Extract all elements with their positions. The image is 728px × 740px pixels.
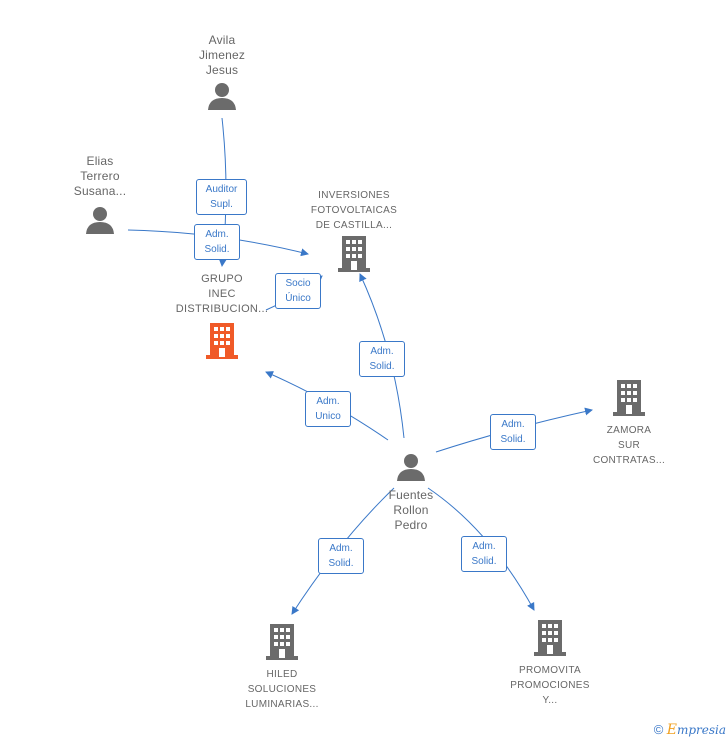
company-zamora-sur[interactable]: ZAMORA SUR CONTRATAS...: [574, 380, 684, 468]
empresia-footer-brand[interactable]: © Empresia: [654, 722, 726, 738]
company-name-line: SUR: [617, 440, 640, 451]
company-name-line: DISTRIBUCION...: [175, 303, 269, 315]
building-icon: [266, 624, 298, 660]
relation-label-adm-unico[interactable]: Adm. Unico: [305, 391, 351, 427]
person-icon: [208, 83, 236, 110]
person-name-line: Avila: [208, 33, 236, 47]
person-name-line: Terrero: [80, 169, 120, 183]
person-name-line: Fuentes: [388, 488, 434, 502]
relation-label-adm-solid-hiled[interactable]: Adm. Solid.: [318, 538, 364, 574]
company-name-line: Y...: [542, 695, 558, 706]
person-icon: [397, 454, 425, 481]
relation-label-auditor-supl[interactable]: Auditor Supl.: [196, 179, 247, 215]
company-hiled-soluciones[interactable]: HILED SOLUCIONES LUMINARIAS...: [222, 624, 342, 712]
company-name-line: LUMINARIAS...: [245, 699, 319, 710]
person-elias-terrero-susana[interactable]: Elias Terrero Susana...: [60, 154, 140, 240]
relation-label-adm-solid-promovita[interactable]: Adm. Solid.: [461, 536, 507, 572]
person-name-line: Jimenez: [198, 48, 246, 62]
company-name-line: INEC: [208, 288, 236, 300]
relation-label-adm-solid-inversiones[interactable]: Adm. Solid.: [359, 341, 405, 377]
building-icon: [534, 620, 566, 656]
copyright-symbol: ©: [653, 722, 664, 737]
company-name-line: ZAMORA: [606, 425, 652, 436]
company-promovita-promociones[interactable]: PROMOVITA PROMOCIONES Y...: [490, 620, 610, 708]
company-inversiones-fotovoltaicas[interactable]: INVERSIONES FOTOVOLTAICAS DE CASTILLA...: [294, 188, 414, 277]
relation-label-adm-solid-elias[interactable]: Adm. Solid.: [194, 224, 240, 260]
building-icon: [613, 380, 645, 416]
building-icon: [206, 323, 238, 359]
person-avila-jimenez-jesus[interactable]: Avila Jimenez Jesus: [182, 33, 262, 116]
company-name-line: CONTRATAS...: [592, 455, 666, 466]
company-name-line: HILED: [266, 669, 298, 680]
company-name-line: SOLUCIONES: [247, 684, 317, 695]
relation-label-adm-solid-zamora[interactable]: Adm. Solid.: [490, 414, 536, 450]
company-name-line: GRUPO: [201, 273, 243, 285]
person-fuentes-rollon-pedro[interactable]: Fuentes Rollon Pedro: [371, 452, 451, 533]
person-name-line: Rollon: [393, 503, 429, 517]
brand-initial: E: [666, 722, 677, 738]
company-name-line: PROMOVITA: [519, 665, 581, 676]
person-name-line: Elias: [86, 154, 114, 168]
person-name-line: Jesus: [205, 63, 239, 77]
relation-label-socio-unico[interactable]: Socio Único: [275, 273, 321, 309]
person-name-line: Susana...: [73, 184, 127, 198]
company-name-line: FOTOVOLTAICAS: [310, 205, 398, 216]
company-name-line: DE CASTILLA...: [315, 220, 393, 231]
person-icon: [86, 207, 114, 234]
company-name-line: INVERSIONES: [318, 190, 390, 201]
person-name-line: Pedro: [394, 518, 428, 532]
building-icon: [338, 236, 370, 272]
company-name-line: PROMOCIONES: [510, 680, 590, 691]
company-grupo-inec[interactable]: GRUPO INEC DISTRIBUCION...: [162, 272, 282, 364]
brand-name: mpresia: [676, 723, 726, 737]
